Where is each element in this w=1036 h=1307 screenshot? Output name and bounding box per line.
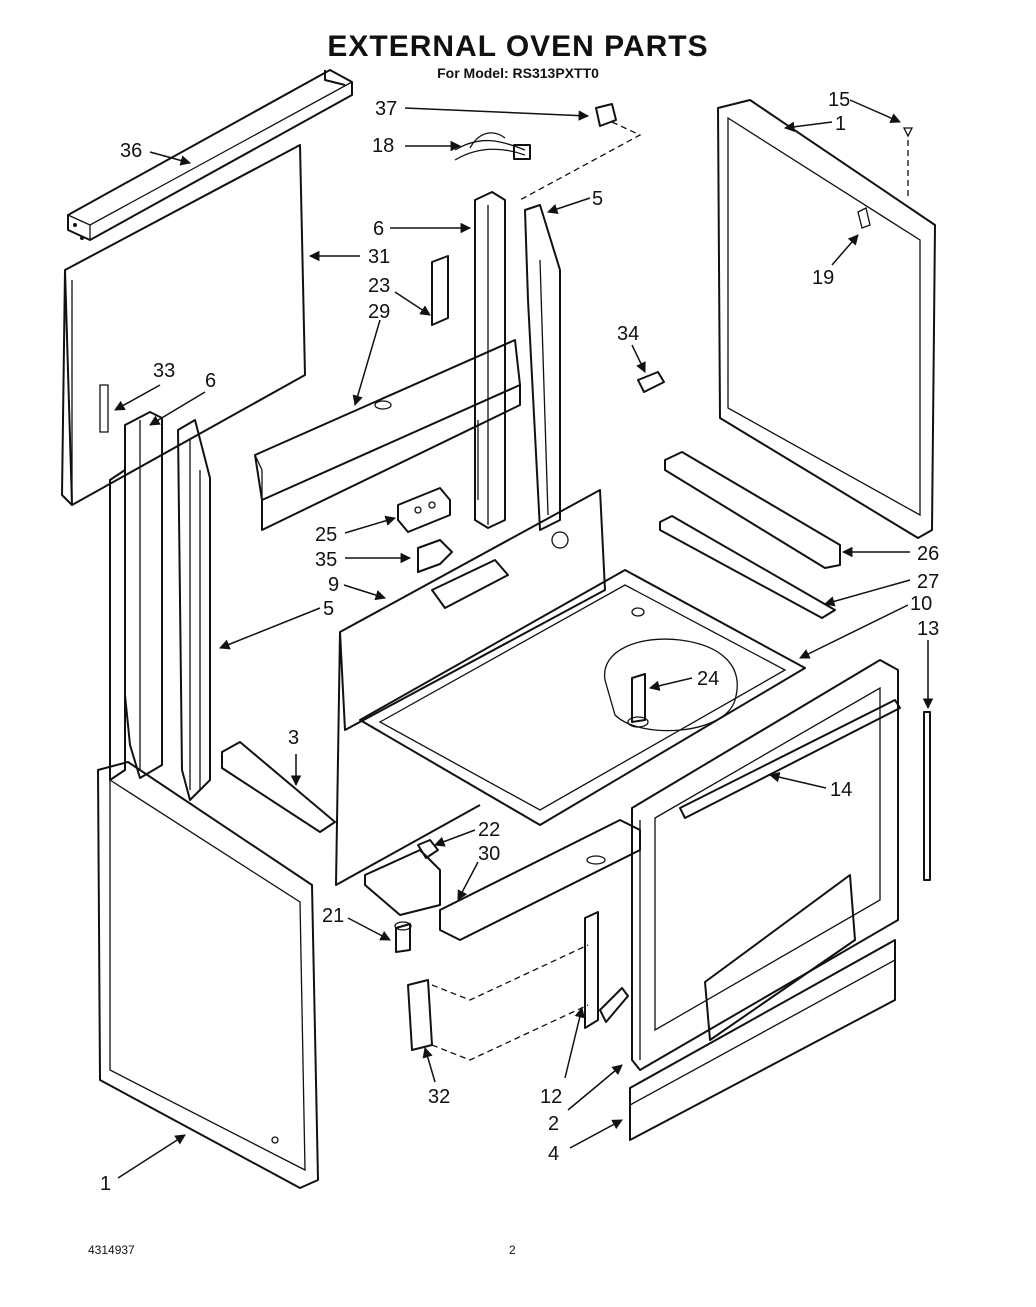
part-1-right-side-panel (717, 99, 936, 539)
part-18-wiring (454, 132, 531, 161)
callout-23: 23 (368, 275, 390, 297)
part-13-strip (923, 711, 931, 881)
part-30-bracket (439, 819, 641, 941)
part-2-front-frame (631, 659, 899, 1071)
callout-25: 25 (315, 524, 337, 546)
callout-13: 13 (917, 618, 939, 640)
model-subtitle: For Model: RS313PXTT0 (437, 65, 599, 81)
callout-12: 12 (540, 1086, 562, 1108)
callout-15: 15 (828, 89, 850, 111)
callout-10: 10 (910, 593, 932, 615)
callout-labels: 36 37 18 6 5 31 23 29 33 6 25 35 9 5 15 … (100, 89, 939, 1195)
part-3-bracket (221, 741, 336, 833)
part-23-strip (431, 255, 449, 326)
part-6-center-column (474, 191, 506, 529)
part-32-bracket (407, 944, 589, 1061)
doc-number: 4314937 (88, 1243, 135, 1257)
callout-22: 22 (478, 819, 500, 841)
callout-14: 14 (830, 779, 852, 801)
callout-27: 27 (917, 571, 939, 593)
callout-26: 26 (917, 543, 939, 565)
part-25-switch (397, 487, 451, 533)
part-left-lower-flange (109, 469, 126, 781)
page-title: EXTERNAL OVEN PARTS (327, 30, 709, 63)
callout-4: 4 (548, 1143, 559, 1165)
callout-37: 37 (375, 98, 397, 120)
callout-5-left: 5 (323, 598, 334, 620)
part-leg-bracket (364, 849, 441, 916)
part-37-clip (519, 103, 642, 201)
part-9-front-panel (335, 489, 606, 886)
part-14-rail (679, 699, 901, 819)
callout-32: 32 (428, 1086, 450, 1108)
part-10-oven-bottom (359, 569, 806, 826)
part-12-bracket (584, 911, 629, 1029)
page-number: 2 (509, 1243, 516, 1257)
part-22-nut (417, 839, 439, 859)
callout-29: 29 (368, 301, 390, 323)
callout-6-center: 6 (373, 218, 384, 240)
callout-21: 21 (322, 905, 344, 927)
callout-1-left: 1 (100, 1173, 111, 1195)
part-4-kick-panel (629, 939, 896, 1141)
part-6-left-column (124, 411, 163, 779)
part-34-pin (637, 371, 665, 393)
part-26-rail (664, 451, 841, 569)
callout-24: 24 (697, 668, 719, 690)
callout-3: 3 (288, 727, 299, 749)
part-35-thermostat (417, 539, 453, 573)
part-27-rail (659, 515, 836, 619)
part-5-center-column (524, 204, 561, 531)
part-31-rear-panel (61, 144, 306, 506)
callout-6-left: 6 (205, 370, 216, 392)
callout-2: 2 (548, 1113, 559, 1135)
leader-lines (114, 99, 934, 1179)
callout-34: 34 (617, 323, 639, 345)
part-36-top-rail (67, 69, 353, 241)
part-24-post (627, 673, 649, 728)
callout-31: 31 (368, 246, 390, 268)
callout-1-right: 1 (835, 113, 846, 135)
callout-35: 35 (315, 549, 337, 571)
part-1-left-side-panel (97, 761, 319, 1189)
part-29-bracket (254, 339, 521, 531)
callout-9: 9 (328, 574, 339, 596)
callout-19: 19 (812, 267, 834, 289)
callout-5-center: 5 (592, 188, 603, 210)
part-21-leveling-leg (394, 921, 412, 953)
callout-33: 33 (153, 360, 175, 382)
callout-36: 36 (120, 140, 142, 162)
callout-30: 30 (478, 843, 500, 865)
callout-18: 18 (372, 135, 394, 157)
part-5-left-column (177, 419, 211, 801)
